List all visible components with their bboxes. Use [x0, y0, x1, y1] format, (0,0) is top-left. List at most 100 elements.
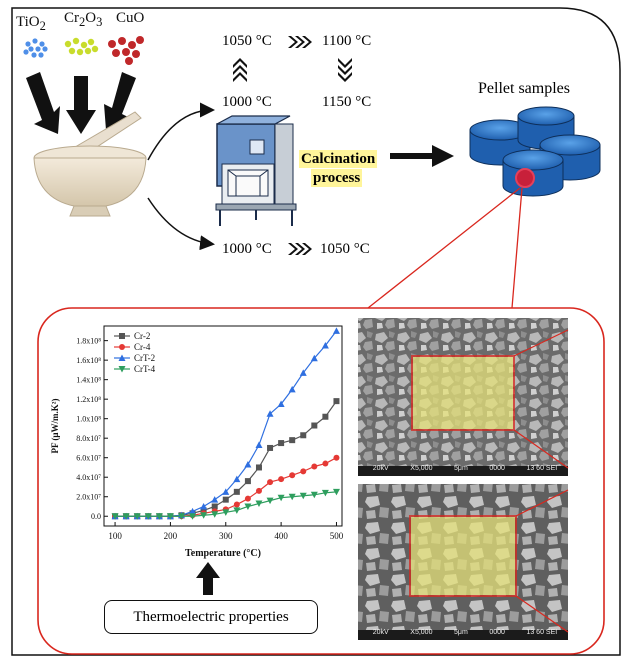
- data-point-cr-4: [244, 495, 251, 502]
- x-tick-label: 400: [274, 531, 288, 541]
- data-point-cr-2: [300, 432, 307, 439]
- data-point-crt-2: [244, 461, 252, 468]
- data-point-crt-2: [211, 496, 219, 503]
- data-point-crt-2: [189, 507, 197, 515]
- y-tick-label: 0.0: [91, 512, 101, 521]
- data-point-cr-4: [289, 472, 296, 479]
- y-tick-label: 1.6x10⁸: [76, 356, 101, 365]
- legend-marker-cr-2: [119, 333, 125, 339]
- mortar-pestle-icon: [33, 111, 147, 217]
- temp-upper-0: 1000 °C: [222, 94, 272, 110]
- furnace-icon: [215, 115, 297, 226]
- data-point-crt-2: [233, 475, 241, 483]
- chevron-right-icon: [288, 36, 312, 48]
- data-point-cr-4: [322, 460, 329, 467]
- temp-upper-2: 1100 °C: [322, 33, 372, 49]
- data-point-crt-4: [189, 513, 197, 520]
- data-point-cr-2: [289, 437, 296, 444]
- data-point-crt-4: [155, 513, 163, 520]
- y-tick-label: 2.0x10⁷: [76, 493, 101, 502]
- pellet-samples-label: Pellet samples: [478, 80, 570, 97]
- data-point-crt-4: [166, 513, 174, 520]
- legend-marker-crt-2: [118, 354, 126, 361]
- data-point-cr-2: [222, 496, 229, 503]
- data-point-crt-4: [277, 494, 285, 502]
- outer-frame: [11, 7, 621, 656]
- data-point-cr-4: [267, 479, 274, 486]
- data-point-cr-2: [333, 398, 340, 405]
- data-point-crt-4: [299, 492, 307, 500]
- data-point-cr-4: [333, 454, 340, 461]
- temp-upper-1: 1050 °C: [222, 33, 272, 49]
- reagent-cr2o3-label: Cr2O3: [64, 10, 103, 29]
- reagent-tio2-label: TiO2: [16, 14, 46, 33]
- data-point-crt-2: [332, 327, 340, 334]
- chevron-down-icon: [338, 58, 352, 82]
- data-point-cr-4: [255, 487, 262, 494]
- data-point-cr-2: [233, 488, 240, 495]
- data-point-crt-2: [310, 354, 318, 362]
- data-point-crt-4: [321, 489, 329, 497]
- x-tick-label: 500: [330, 531, 344, 541]
- lower-route-arrow: [147, 197, 215, 251]
- data-point-crt-2: [288, 385, 296, 393]
- data-point-cr-2: [267, 444, 274, 451]
- cr2o3-powder-icon: [64, 37, 99, 56]
- plot-frame: [103, 325, 343, 527]
- x-tick-label: 300: [219, 531, 233, 541]
- data-point-crt-2: [200, 502, 208, 510]
- x-axis-label: Temperature (°C): [185, 548, 261, 559]
- legend-label-cr-4: Cr-4: [134, 342, 151, 352]
- data-point-cr-2: [278, 440, 285, 447]
- legend-label-cr-2: Cr-2: [134, 331, 150, 341]
- data-point-crt-4: [222, 509, 230, 516]
- sem-image-top: [358, 318, 569, 476]
- data-point-cr-2: [255, 464, 262, 471]
- y-tick-label: 6.0x10⁷: [76, 454, 101, 463]
- pf-chart: 100 200 300 400 500 0.0 2.0x10⁷ 4.0x10⁷ 6.0x10⁷ 8…: [50, 325, 344, 559]
- legend-marker-crt-4: [118, 366, 126, 373]
- data-point-crt-2: [321, 342, 329, 349]
- chevron-up-icon: [233, 58, 247, 82]
- legend-marker-cr-4: [119, 344, 125, 350]
- up-arrow-icon: [196, 562, 220, 595]
- data-point-cr-4: [233, 501, 240, 508]
- data-point-crt-4: [288, 493, 296, 501]
- x-tick-label: 200: [164, 531, 178, 541]
- data-point-crt-4: [200, 512, 208, 519]
- legend-label-crt-2: CrT-2: [134, 353, 155, 363]
- y-tick-label: 8.0x10⁷: [76, 434, 101, 443]
- data-point-crt-2: [277, 400, 285, 408]
- y-tick-label: 1.8x10⁸: [76, 337, 101, 346]
- calcination-label: Calcination: [299, 150, 378, 168]
- data-point-crt-4: [211, 511, 219, 518]
- y-tick-label: 4.0x10⁷: [76, 473, 101, 482]
- thermoelectric-properties-box: Thermoelectric properties: [104, 600, 318, 634]
- data-point-crt-4: [310, 491, 318, 499]
- y-tick-label: 1.2x10⁸: [76, 395, 101, 404]
- results-frame: [37, 307, 605, 655]
- data-point-crt-4: [111, 513, 119, 520]
- zoom-connector: [367, 187, 523, 309]
- mix-arrows: [26, 72, 136, 134]
- to-pellets-arrow: [390, 145, 454, 167]
- data-point-crt-4: [266, 497, 274, 505]
- y-axis-label: PF (μW/m.K²): [50, 399, 60, 454]
- data-point-crt-2: [255, 441, 263, 449]
- chevron-right-lower-icon: [288, 243, 312, 255]
- x-tick-label: 100: [108, 531, 122, 541]
- temp-lower-1: 1000 °C: [222, 241, 272, 257]
- upper-route-arrow: [147, 102, 215, 161]
- data-point-cr-4: [311, 463, 318, 470]
- reagent-cuo-label: CuO: [116, 10, 145, 26]
- data-point-crt-4: [177, 513, 185, 520]
- y-tick-label: 1.4x10⁸: [76, 376, 101, 385]
- data-point-crt-4: [332, 488, 340, 496]
- pellet-samples-icon: [469, 106, 601, 197]
- data-point-cr-2: [244, 478, 251, 485]
- data-point-crt-4: [122, 513, 130, 520]
- process-label: process: [311, 169, 363, 187]
- sem-image-bottom: [358, 484, 569, 640]
